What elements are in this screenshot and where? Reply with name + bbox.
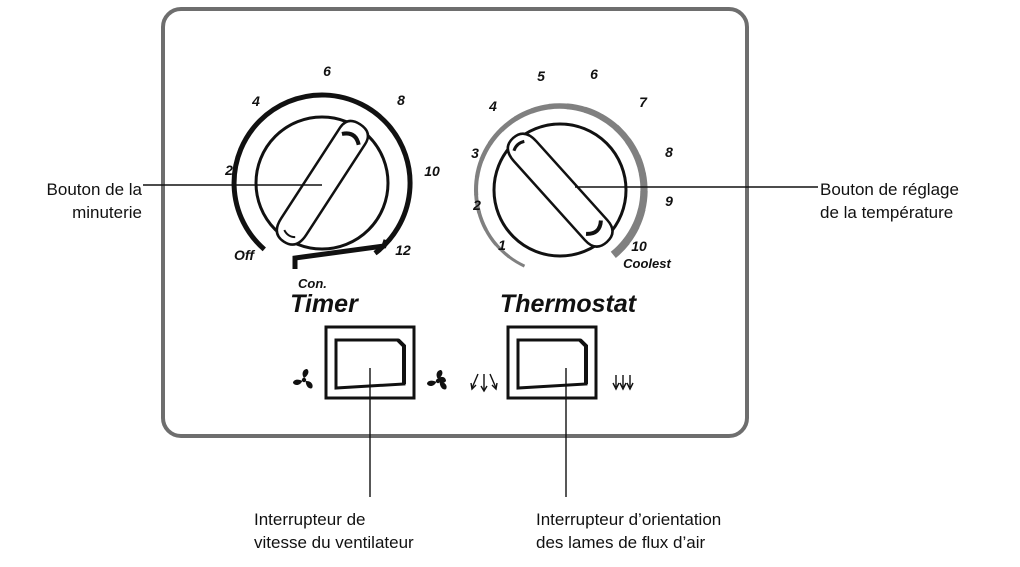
thermostat-scale-arc-segment: [474, 158, 484, 178]
callout-thermostat-knob: Bouton de réglage de la température: [820, 178, 1020, 224]
timer-title: Timer: [290, 290, 359, 318]
fan-speed-switch[interactable]: [324, 325, 416, 400]
timer-con-bracket: [292, 239, 389, 269]
timer-dial: Off 2 4 6 8 10 12 Con. Timer: [224, 63, 440, 318]
thermostat-label-3: 3: [471, 145, 479, 161]
callout-louver-switch: Interrupteur d’orientation des lames de …: [536, 508, 796, 554]
thermostat-label-9: 9: [665, 193, 673, 209]
timer-label-12: 12: [395, 242, 411, 258]
callout-thermostat-line-1: Bouton de réglage: [820, 180, 959, 199]
callout-timer-line-1: Bouton de la: [46, 180, 142, 199]
thermostat-scale-arc-segment: [633, 154, 646, 175]
thermostat-label-5: 5: [537, 68, 545, 84]
timer-label-2: 2: [224, 162, 233, 178]
thermostat-scale-arc-segment: [599, 114, 619, 131]
thermostat-label-10: 10: [631, 238, 647, 254]
thermostat-scale-arc-segment: [638, 191, 648, 211]
thermostat-scale-arc-segment: [632, 208, 646, 229]
callout-timer-knob: Bouton de la minuterie: [6, 178, 142, 224]
timer-label-con: Con.: [298, 276, 327, 291]
timer-label-4: 4: [251, 93, 260, 109]
callout-fan-line-1: Interrupteur de: [254, 510, 366, 529]
thermostat-scale-arc-segment: [514, 108, 534, 122]
callout-fan-switch: Interrupteur de vitesse du ventilateur: [254, 508, 484, 554]
timer-knob-grip: [275, 119, 370, 246]
timer-label-8: 8: [397, 92, 405, 108]
fan-high-icon-extra: [438, 376, 446, 383]
thermostat-label-7: 7: [639, 94, 648, 110]
thermostat-scale-arc-segment: [583, 106, 604, 120]
fan-low-icon: [292, 369, 315, 390]
thermostat-scale-arc-segment: [613, 124, 632, 144]
thermostat-scale-arc-segment: [483, 227, 498, 246]
thermostat-label-4: 4: [488, 98, 497, 114]
thermostat-scale-arc-segment: [479, 141, 493, 161]
panel-outline: [161, 7, 749, 438]
timer-label-6: 6: [323, 63, 331, 79]
thermostat-dial: 1 2 3 4 5 6 7 8 9 10 Coolest Thermostat: [471, 66, 673, 318]
thermostat-scale-arc-segment: [473, 176, 480, 196]
louver-switch[interactable]: [506, 325, 598, 400]
timer-scale-arc: [231, 92, 413, 256]
callout-timer-line-2: minuterie: [72, 203, 142, 222]
thermostat-scale-arc-segment: [507, 255, 526, 268]
thermostat-scale-arc-segment: [548, 103, 569, 110]
thermostat-label-1: 1: [498, 237, 506, 253]
thermostat-label-6: 6: [590, 66, 598, 82]
thermostat-scale-arc-segment: [625, 138, 641, 159]
thermostat-scale-arc-segment: [487, 127, 504, 146]
thermostat-scale-arc-segment: [610, 238, 630, 258]
thermostat-scale-arc-segment: [477, 211, 488, 231]
thermostat-scale-arc-segment: [499, 116, 518, 132]
timer-label-10: 10: [424, 163, 440, 179]
airflow-down-icon: [612, 374, 634, 390]
thermostat-scale-arc-segment: [638, 172, 648, 193]
thermostat-label-coolest: Coolest: [623, 256, 671, 271]
callout-louver-line-1: Interrupteur d’orientation: [536, 510, 722, 529]
timer-label-off: Off: [234, 247, 255, 263]
callout-fan-line-2: vitesse du ventilateur: [254, 533, 414, 552]
thermostat-scale-arc-segment: [530, 103, 551, 114]
callout-louver-line-2: des lames de flux d’air: [536, 533, 706, 552]
callout-thermostat-line-2: de la température: [820, 203, 954, 222]
airflow-swing-icon: [470, 373, 498, 393]
thermostat-label-8: 8: [665, 144, 673, 160]
thermostat-label-2: 2: [472, 197, 481, 213]
thermostat-knob-grip: [506, 132, 614, 248]
thermostat-title: Thermostat: [500, 290, 638, 318]
thermostat-scale-arc-segment: [566, 103, 587, 113]
